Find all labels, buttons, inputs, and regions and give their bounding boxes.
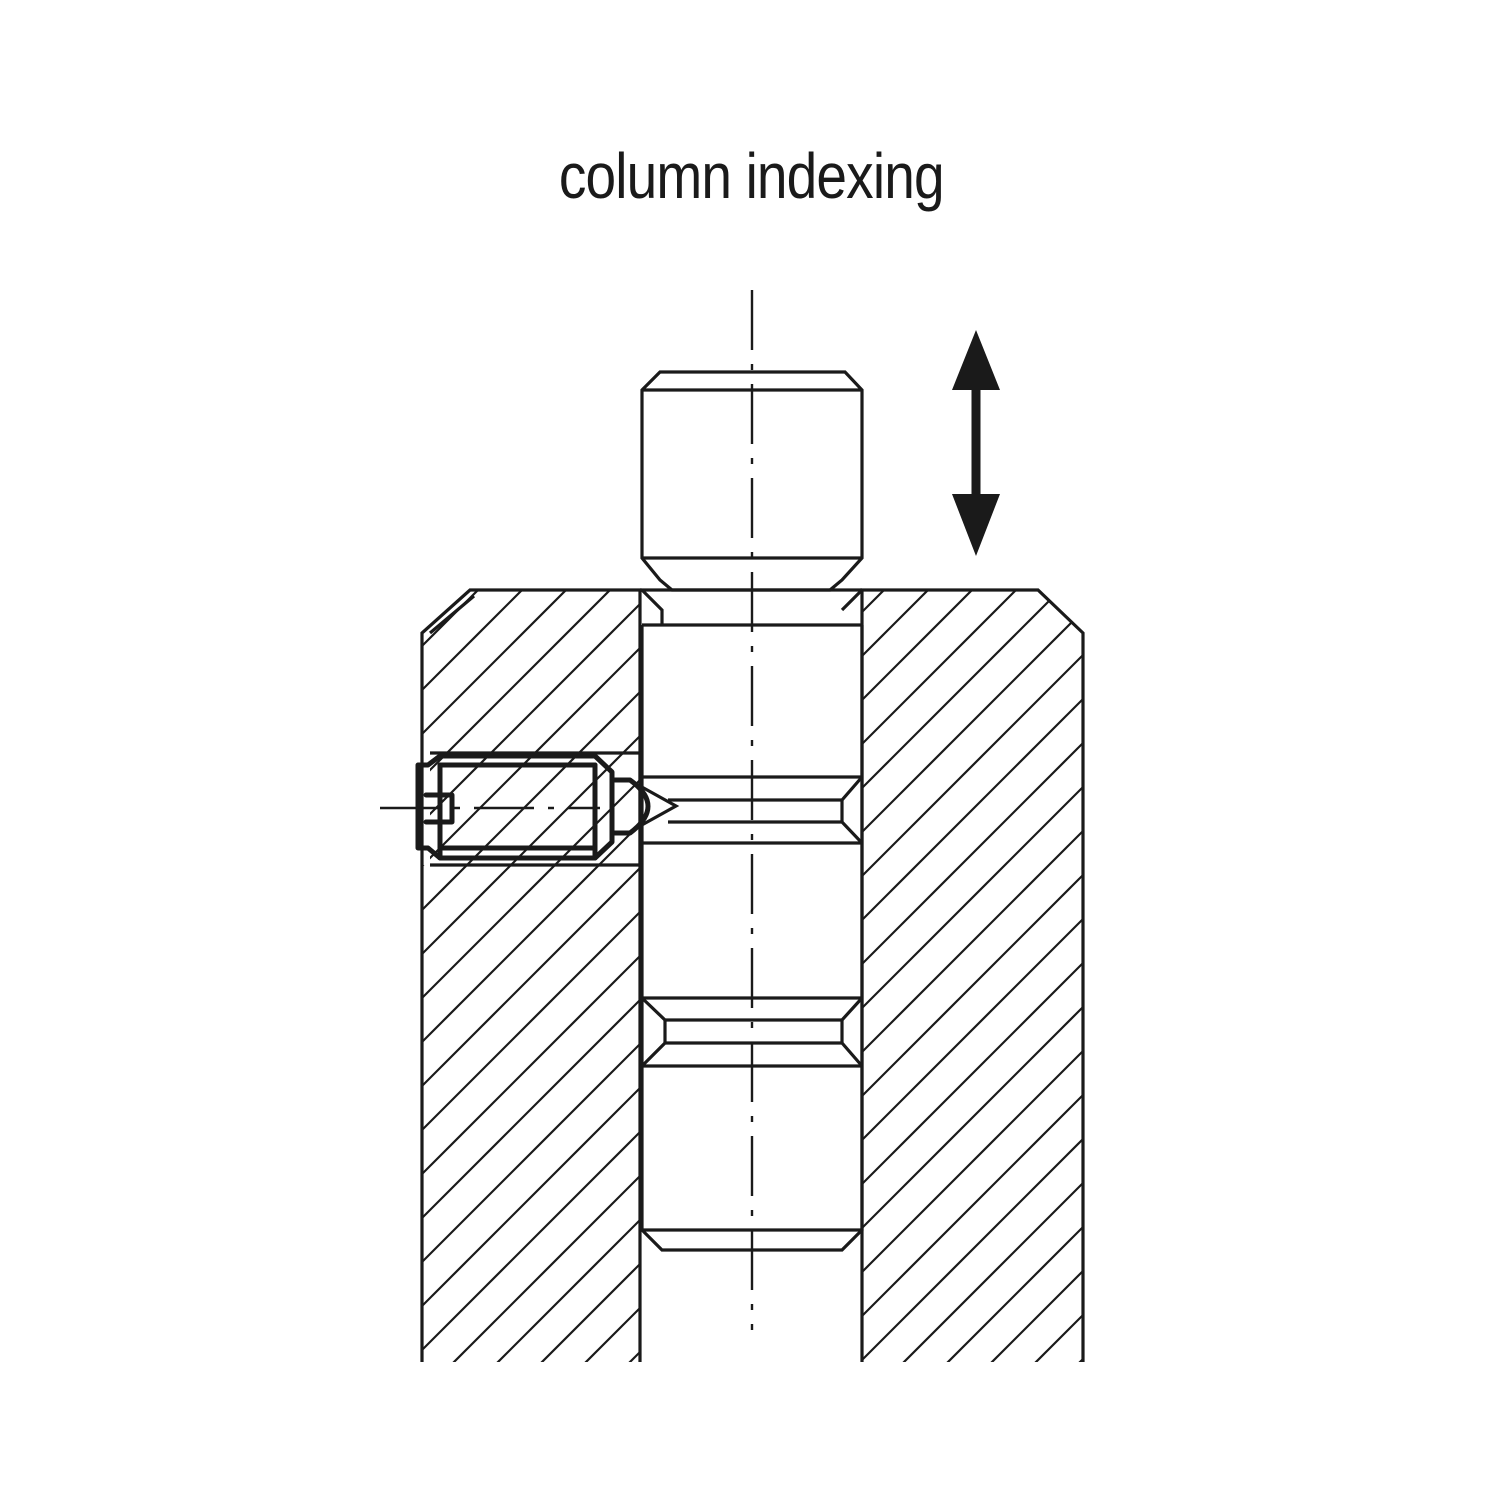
section-hatch-line xyxy=(422,590,533,1362)
double-arrow-vertical-icon xyxy=(952,330,1000,556)
section-hatch-line xyxy=(1071,590,1083,1362)
section-hatch-line xyxy=(886,580,1503,1370)
section-hatch-line xyxy=(1018,580,1503,1370)
section-hatch-line xyxy=(1336,580,1503,1370)
housing-right-section xyxy=(640,580,1503,1370)
section-hatch-line xyxy=(862,590,1083,1362)
section-hatch-line xyxy=(1326,580,1503,1370)
section-hatch-line xyxy=(422,590,640,1362)
section-hatch-line xyxy=(862,590,1083,1362)
spring-plunger xyxy=(380,751,680,867)
section-hatch-line xyxy=(1204,580,1503,1370)
section-hatch-line xyxy=(422,590,445,1362)
section-hatch-line xyxy=(1062,580,1503,1370)
section-hatch-line xyxy=(1116,580,1503,1370)
section-hatch-line xyxy=(974,580,1503,1370)
section-hatch-line xyxy=(422,590,640,1362)
section-hatch-line xyxy=(862,590,1083,1362)
section-hatch-line xyxy=(1468,580,1503,1370)
section-hatch-line xyxy=(862,590,1083,1362)
section-hatch-line xyxy=(422,590,640,1362)
section-hatch-line xyxy=(1380,580,1503,1370)
section-hatch-line xyxy=(1292,580,1503,1370)
section-hatch-line xyxy=(0,580,400,1370)
section-hatch-line xyxy=(1248,580,1503,1370)
section-hatch-line xyxy=(862,590,1083,1362)
section-hatch-line xyxy=(939,590,1083,1362)
section-hatch-line xyxy=(862,590,1083,1362)
section-hatch-line xyxy=(1194,580,1503,1370)
section-hatch-line xyxy=(422,590,640,1362)
section-hatch-line xyxy=(1238,580,1503,1370)
section-hatch-line xyxy=(1282,580,1503,1370)
section-hatch-line xyxy=(422,590,489,1362)
section-hatch-line xyxy=(533,590,640,1362)
section-hatch-line xyxy=(489,590,640,1362)
section-hatch-line xyxy=(983,590,1083,1362)
section-hatch-line xyxy=(422,590,640,1362)
section-hatch-line xyxy=(1106,580,1503,1370)
section-hatch-line xyxy=(1150,580,1503,1370)
section-hatch-line xyxy=(422,590,640,1362)
section-hatch-line xyxy=(862,590,1083,1362)
section-hatch-line xyxy=(754,580,1503,1370)
section-hatch-line xyxy=(862,590,1083,1362)
section-hatch-line xyxy=(798,580,1503,1370)
section-hatch-line xyxy=(422,590,640,1362)
section-hatch-line xyxy=(422,590,621,1362)
section-hatch-line xyxy=(862,590,1083,1362)
section-hatch-line xyxy=(862,590,1027,1362)
section-hatch-line xyxy=(422,590,640,1362)
section-hatch-line xyxy=(422,590,640,1362)
section-hatch-line xyxy=(842,580,1503,1370)
section-hatch-line xyxy=(895,590,1083,1362)
section-hatch-line xyxy=(445,590,640,1362)
section-hatch-line xyxy=(862,590,1083,1362)
section-hatch-line xyxy=(1370,580,1503,1370)
section-hatch-line xyxy=(422,590,577,1362)
section-hatch-line xyxy=(862,590,1071,1362)
section-hatch-line xyxy=(862,590,1083,1362)
section-hatch-line xyxy=(1414,580,1503,1370)
housing-left-section xyxy=(0,580,1503,1370)
section-hatch-line xyxy=(1160,580,1503,1370)
section-hatch-line xyxy=(1424,580,1503,1370)
section-hatch-line xyxy=(862,590,1083,1362)
diagram-title: column indexing xyxy=(558,140,945,212)
section-hatch-line xyxy=(1027,590,1083,1362)
section-hatch-line xyxy=(422,590,640,1362)
section-hatch-line xyxy=(422,590,640,1362)
